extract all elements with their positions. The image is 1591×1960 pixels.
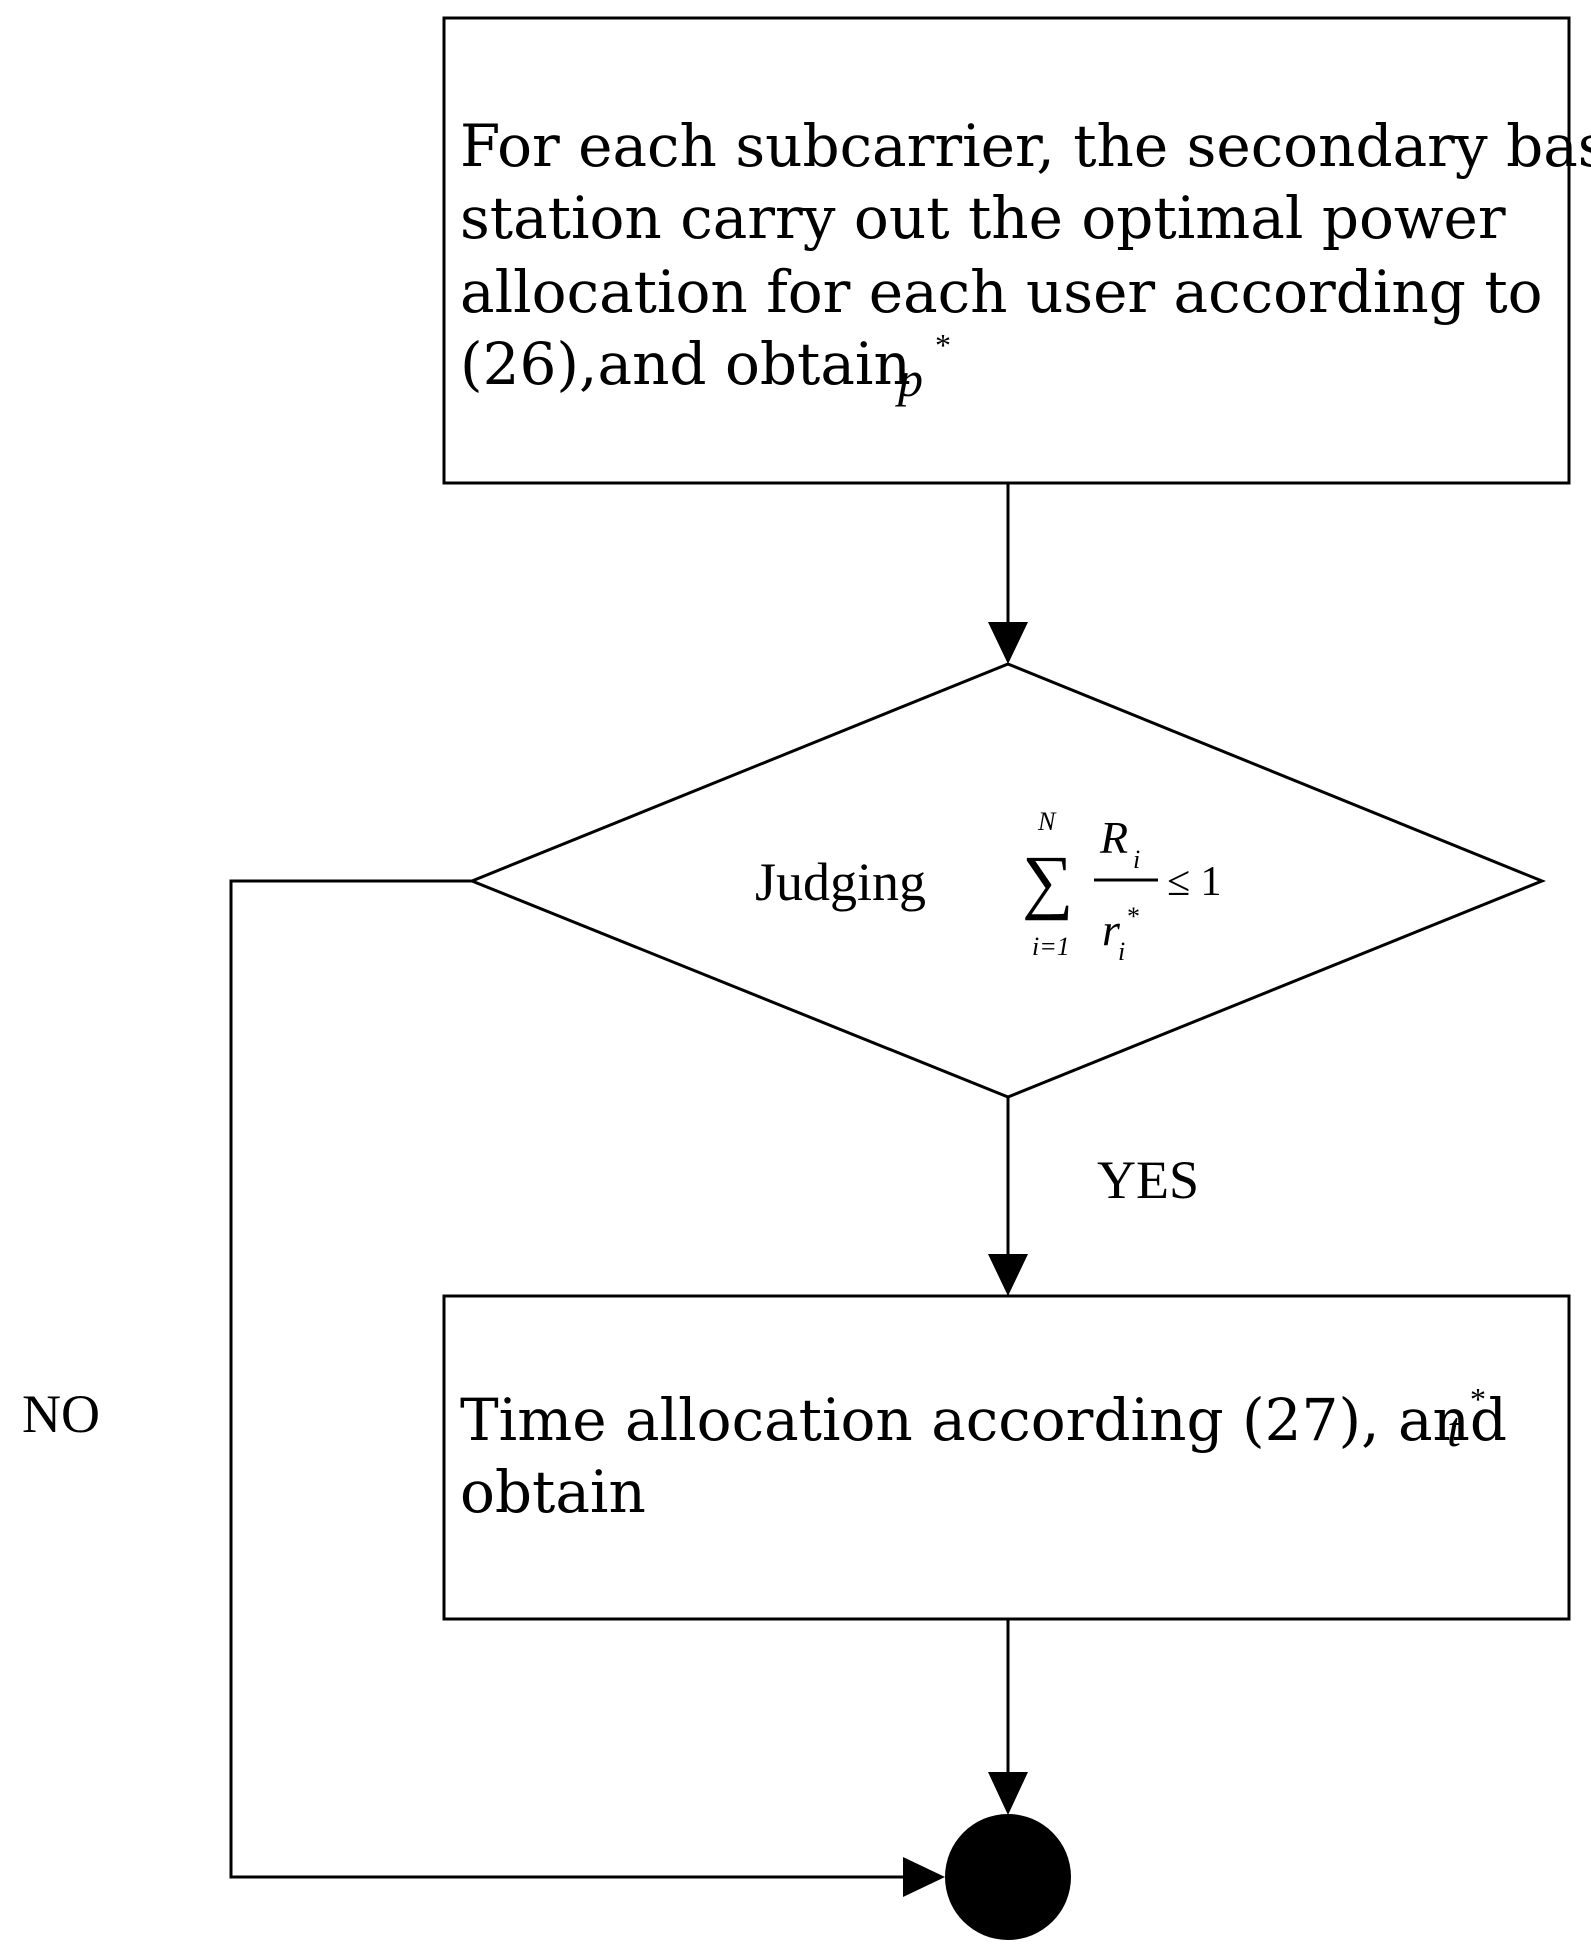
time-allocation-line-1: Time allocation according (27), and (460, 1386, 1507, 1454)
decision-diamond (467, 662, 1546, 1099)
optimal-time-symbol: t (1447, 1401, 1462, 1457)
optimal-power-superscript: * (935, 327, 951, 363)
arrowhead-into-decision (988, 622, 1028, 664)
fraction-numerator: R (1099, 812, 1128, 863)
denominator-subscript: i (1118, 937, 1125, 966)
time-allocation-line-2: obtain (460, 1458, 646, 1526)
optimal-power-symbol: p (895, 351, 923, 407)
arrowhead-into-end-from-left (903, 1857, 945, 1897)
fraction-denominator: r (1102, 904, 1121, 955)
sum-upper-limit: N (1037, 807, 1057, 836)
denominator-superscript: * (1127, 902, 1140, 931)
power-allocation-line-1: For each subcarrier, the secondary base (460, 112, 1591, 180)
power-allocation-process: For each subcarrier, the secondary base … (442, 16, 1591, 485)
yes-label: YES (1097, 1150, 1199, 1210)
numerator-subscript: i (1133, 845, 1140, 874)
time-allocation-box (442, 1294, 1571, 1621)
decision-label: Judging (755, 852, 926, 912)
optimal-time-superscript: * (1470, 1381, 1486, 1417)
power-allocation-line-4: (26),and obtain (460, 330, 911, 398)
rate-constraint-decision: Judging ∑ N i=1 R i r i * ≤ 1 (467, 662, 1546, 1099)
end-node (945, 1814, 1071, 1940)
no-label: NO (22, 1384, 100, 1444)
sum-lower-limit: i=1 (1032, 932, 1070, 961)
arrowhead-into-time-allocation (988, 1254, 1028, 1296)
inequality-relation: ≤ 1 (1167, 859, 1222, 905)
power-allocation-line-3: allocation for each user according to (460, 258, 1543, 326)
time-allocation-process: Time allocation according (27), and obta… (442, 1294, 1571, 1621)
arrowhead-into-end-from-above (988, 1772, 1028, 1815)
sum-symbol: ∑ (1022, 841, 1073, 921)
power-allocation-line-2: station carry out the optimal power (460, 184, 1506, 252)
power-allocation-box (442, 16, 1571, 485)
connector-no-branch (229, 879, 906, 1879)
